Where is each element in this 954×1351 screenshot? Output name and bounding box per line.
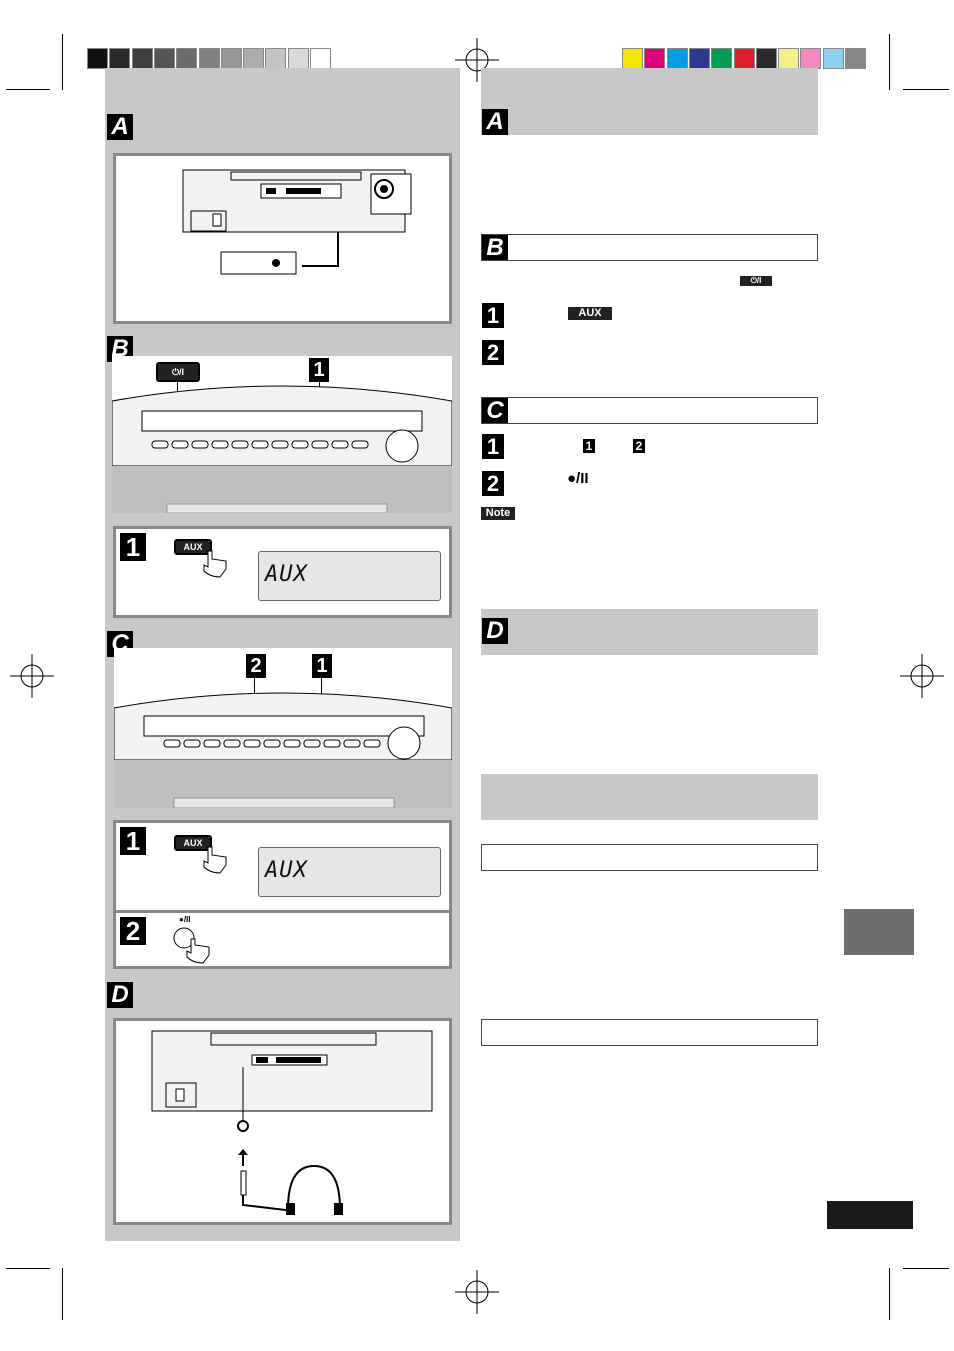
aux-badge: AUX bbox=[568, 307, 612, 320]
gray-swatch bbox=[198, 48, 220, 69]
section-d-header-band bbox=[481, 609, 818, 655]
record-pause-button[interactable] bbox=[171, 925, 211, 965]
display-text: AUX bbox=[265, 858, 308, 883]
headphone-connection-diagram bbox=[151, 1030, 433, 1215]
section-d-letter-right: D bbox=[482, 618, 508, 644]
unit-front-drawing bbox=[112, 385, 452, 513]
step-number-2: 2 bbox=[482, 340, 504, 365]
color-swatch bbox=[622, 48, 643, 69]
crop-mark bbox=[6, 89, 50, 90]
step-reference-2: 2 bbox=[633, 439, 645, 453]
section-b-front-panel-illustration: ⏻/I 1 bbox=[112, 356, 452, 513]
callout-number-2: 2 bbox=[246, 654, 266, 678]
registration-mark bbox=[455, 1270, 499, 1314]
aux-button[interactable]: AUX bbox=[174, 835, 212, 851]
crop-mark bbox=[903, 89, 949, 90]
step-reference-1: 1 bbox=[583, 439, 595, 453]
registration-mark bbox=[900, 654, 944, 698]
blank-header-band bbox=[481, 774, 818, 820]
step-number-2: 2 bbox=[120, 917, 146, 945]
blank-subheading-box bbox=[481, 844, 818, 871]
power-button[interactable]: ⏻/I bbox=[156, 362, 200, 382]
record-pause-label: ●/II bbox=[179, 915, 191, 924]
section-d-illustration-panel bbox=[113, 1018, 452, 1225]
gray-swatch bbox=[176, 48, 198, 69]
section-c-header-box bbox=[481, 397, 818, 424]
gray-swatch bbox=[87, 48, 108, 69]
crop-mark bbox=[6, 1268, 50, 1269]
section-d-letter: D bbox=[107, 982, 133, 1008]
unit-rear-aux-connection-diagram bbox=[182, 169, 412, 275]
crop-mark bbox=[62, 34, 63, 90]
section-a-letter: A bbox=[107, 114, 133, 140]
color-swatch bbox=[666, 48, 688, 69]
callout-number-1: 1 bbox=[312, 654, 332, 678]
color-swatch bbox=[845, 48, 866, 69]
color-swatch bbox=[755, 48, 777, 69]
section-b-step1-panel: 1 AUX AUX bbox=[113, 526, 452, 618]
blank-subheading-box bbox=[481, 1019, 818, 1046]
registration-mark bbox=[10, 654, 54, 698]
section-c-letter-right: C bbox=[482, 398, 508, 423]
step-number-1: 1 bbox=[120, 827, 146, 855]
crop-mark bbox=[889, 34, 890, 90]
page-number-tab bbox=[827, 1201, 913, 1229]
pressing-hand-icon bbox=[203, 550, 227, 578]
section-b-header-box bbox=[481, 234, 818, 261]
color-swatch bbox=[711, 48, 733, 69]
gray-swatch bbox=[153, 48, 175, 69]
step-number-1: 1 bbox=[482, 434, 504, 459]
pressing-hand-icon bbox=[203, 846, 227, 874]
crop-mark bbox=[62, 1268, 63, 1320]
callout-number-1: 1 bbox=[309, 358, 329, 382]
section-c-step2-panel: 2 ●/II bbox=[113, 910, 452, 969]
color-swatch bbox=[800, 48, 822, 69]
display-panel: AUX bbox=[258, 847, 441, 897]
section-c-front-panel-illustration: 2 1 bbox=[114, 648, 452, 808]
unit-front-drawing bbox=[114, 692, 452, 808]
side-index-tab bbox=[844, 909, 914, 955]
color-swatch bbox=[778, 48, 800, 69]
step-number-1: 1 bbox=[120, 533, 146, 561]
power-icon: ⏻/I bbox=[740, 276, 772, 286]
step-number-2: 2 bbox=[482, 471, 504, 496]
section-b-letter: B bbox=[107, 336, 133, 362]
color-swatch bbox=[688, 48, 710, 69]
section-a-illustration-panel bbox=[113, 153, 452, 324]
gray-swatch bbox=[310, 48, 331, 69]
crop-mark bbox=[903, 1268, 949, 1269]
gray-swatch bbox=[287, 48, 309, 69]
record-pause-symbol: ●/II bbox=[567, 470, 589, 487]
step-number-1: 1 bbox=[482, 303, 504, 328]
registration-mark bbox=[455, 38, 499, 82]
crop-mark bbox=[889, 1268, 890, 1320]
section-b-letter-right: B bbox=[482, 235, 508, 260]
gray-swatch bbox=[109, 48, 131, 69]
gray-swatch bbox=[131, 48, 153, 69]
note-label: Note bbox=[481, 507, 515, 520]
section-a-header-band bbox=[481, 68, 818, 135]
color-swatch bbox=[822, 48, 844, 69]
section-c-step1-panel: 1 AUX AUX bbox=[113, 820, 452, 913]
display-panel: AUX bbox=[258, 551, 441, 601]
gray-swatch bbox=[243, 48, 265, 69]
color-swatch bbox=[644, 48, 666, 69]
gray-swatch bbox=[265, 48, 287, 69]
aux-button[interactable]: AUX bbox=[174, 539, 212, 555]
gray-swatch bbox=[220, 48, 242, 69]
color-swatch bbox=[733, 48, 755, 69]
section-a-letter-right: A bbox=[482, 109, 508, 135]
display-text: AUX bbox=[265, 562, 308, 587]
